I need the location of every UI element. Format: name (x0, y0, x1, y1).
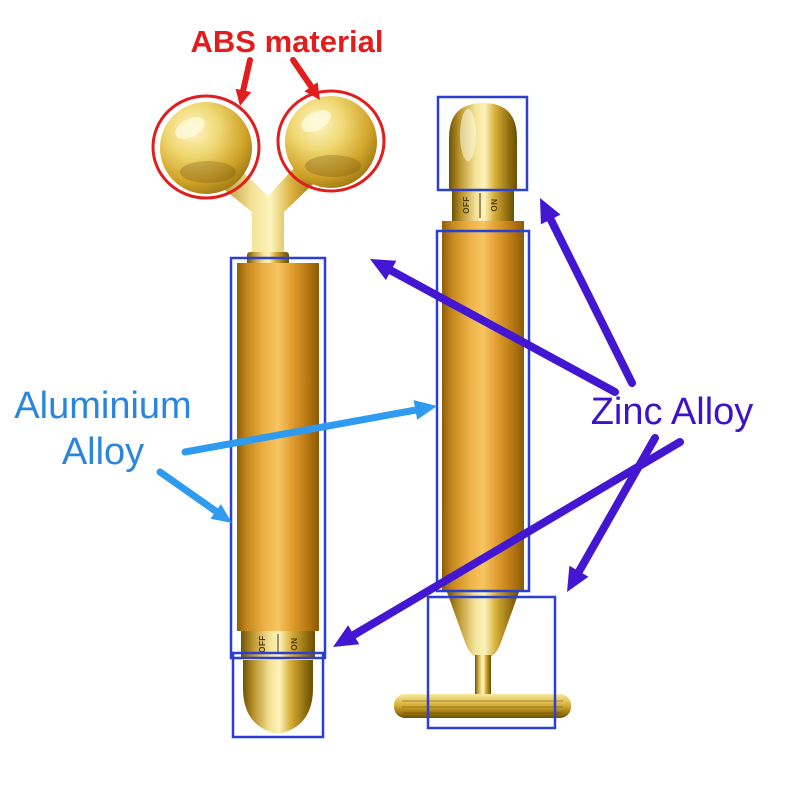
right-body-aluminium (442, 221, 524, 592)
red-circle-ball-right (276, 89, 386, 193)
ball-left-shadow (180, 161, 236, 183)
zinc-arrow-topcap-line (545, 212, 636, 387)
box-left-body (229, 256, 327, 660)
box-right-top-cap (436, 95, 529, 192)
aluminium-arrow-right-head (413, 400, 437, 420)
right-top-cap (449, 103, 517, 190)
zinc-arrow-taper-line (573, 434, 659, 579)
left-bottom-cap (243, 660, 313, 734)
abs-arrow-left-line (240, 57, 253, 94)
aluminium-arrow-left-head (210, 504, 232, 523)
aluminium-arrow-left-line (156, 468, 221, 516)
right-cap-highlight (460, 109, 476, 161)
right-switch-on-label: ON (490, 199, 499, 212)
zinc-arrow-topcap-head (540, 198, 561, 225)
zinc-arrow-taper-head (567, 565, 589, 592)
abs-arrow-right-line (290, 57, 315, 90)
abs-material-label: ABS material (191, 24, 384, 59)
right-switch-divider (479, 193, 481, 218)
callout-boxes (229, 95, 557, 739)
left-switch-divider (277, 634, 279, 654)
zinc-arrow-leftstem-line (386, 266, 619, 396)
left-switch-off-label: OFF (258, 635, 267, 653)
right-bottom-taper (447, 592, 519, 659)
aluminium-arrows (156, 400, 437, 523)
red-circles (151, 89, 386, 200)
box-left-bottom-cap (231, 651, 325, 739)
zinc-arrow-leftcap-line (348, 438, 684, 640)
aluminium-arrow-right-line (181, 406, 420, 456)
zinc-alloy-label: Zinc Alloy (591, 391, 754, 433)
left-switch-on-label: ON (290, 638, 299, 651)
box-right-bottom (426, 595, 557, 730)
zinc-arrow-leftstem-head (370, 259, 397, 281)
right-tbar-crossbar (394, 694, 571, 718)
ball-right-highlight (301, 110, 331, 132)
left-body-aluminium (237, 263, 319, 631)
right-switch-off-label: OFF (462, 196, 471, 214)
right-tbar-device: OFF ON (394, 103, 571, 718)
ball-right-shadow (305, 155, 361, 177)
zinc-arrow-leftcap-head (333, 625, 360, 647)
abs-arrow-right-head (304, 82, 320, 100)
red-circle-ball-left (151, 94, 261, 200)
aluminium-alloy-label-line2: Alloy (62, 431, 144, 473)
right-tbar-stem (475, 655, 491, 695)
ball-left-highlight (175, 117, 205, 139)
right-switch-band (452, 190, 514, 221)
zinc-arrows (333, 198, 684, 647)
abs-arrow-left-head (235, 88, 252, 106)
left-roller-device: OFF ON (160, 96, 377, 734)
box-right-body (435, 229, 531, 593)
abs-arrows (235, 57, 320, 106)
aluminium-alloy-label-line1: Aluminium (14, 385, 191, 427)
